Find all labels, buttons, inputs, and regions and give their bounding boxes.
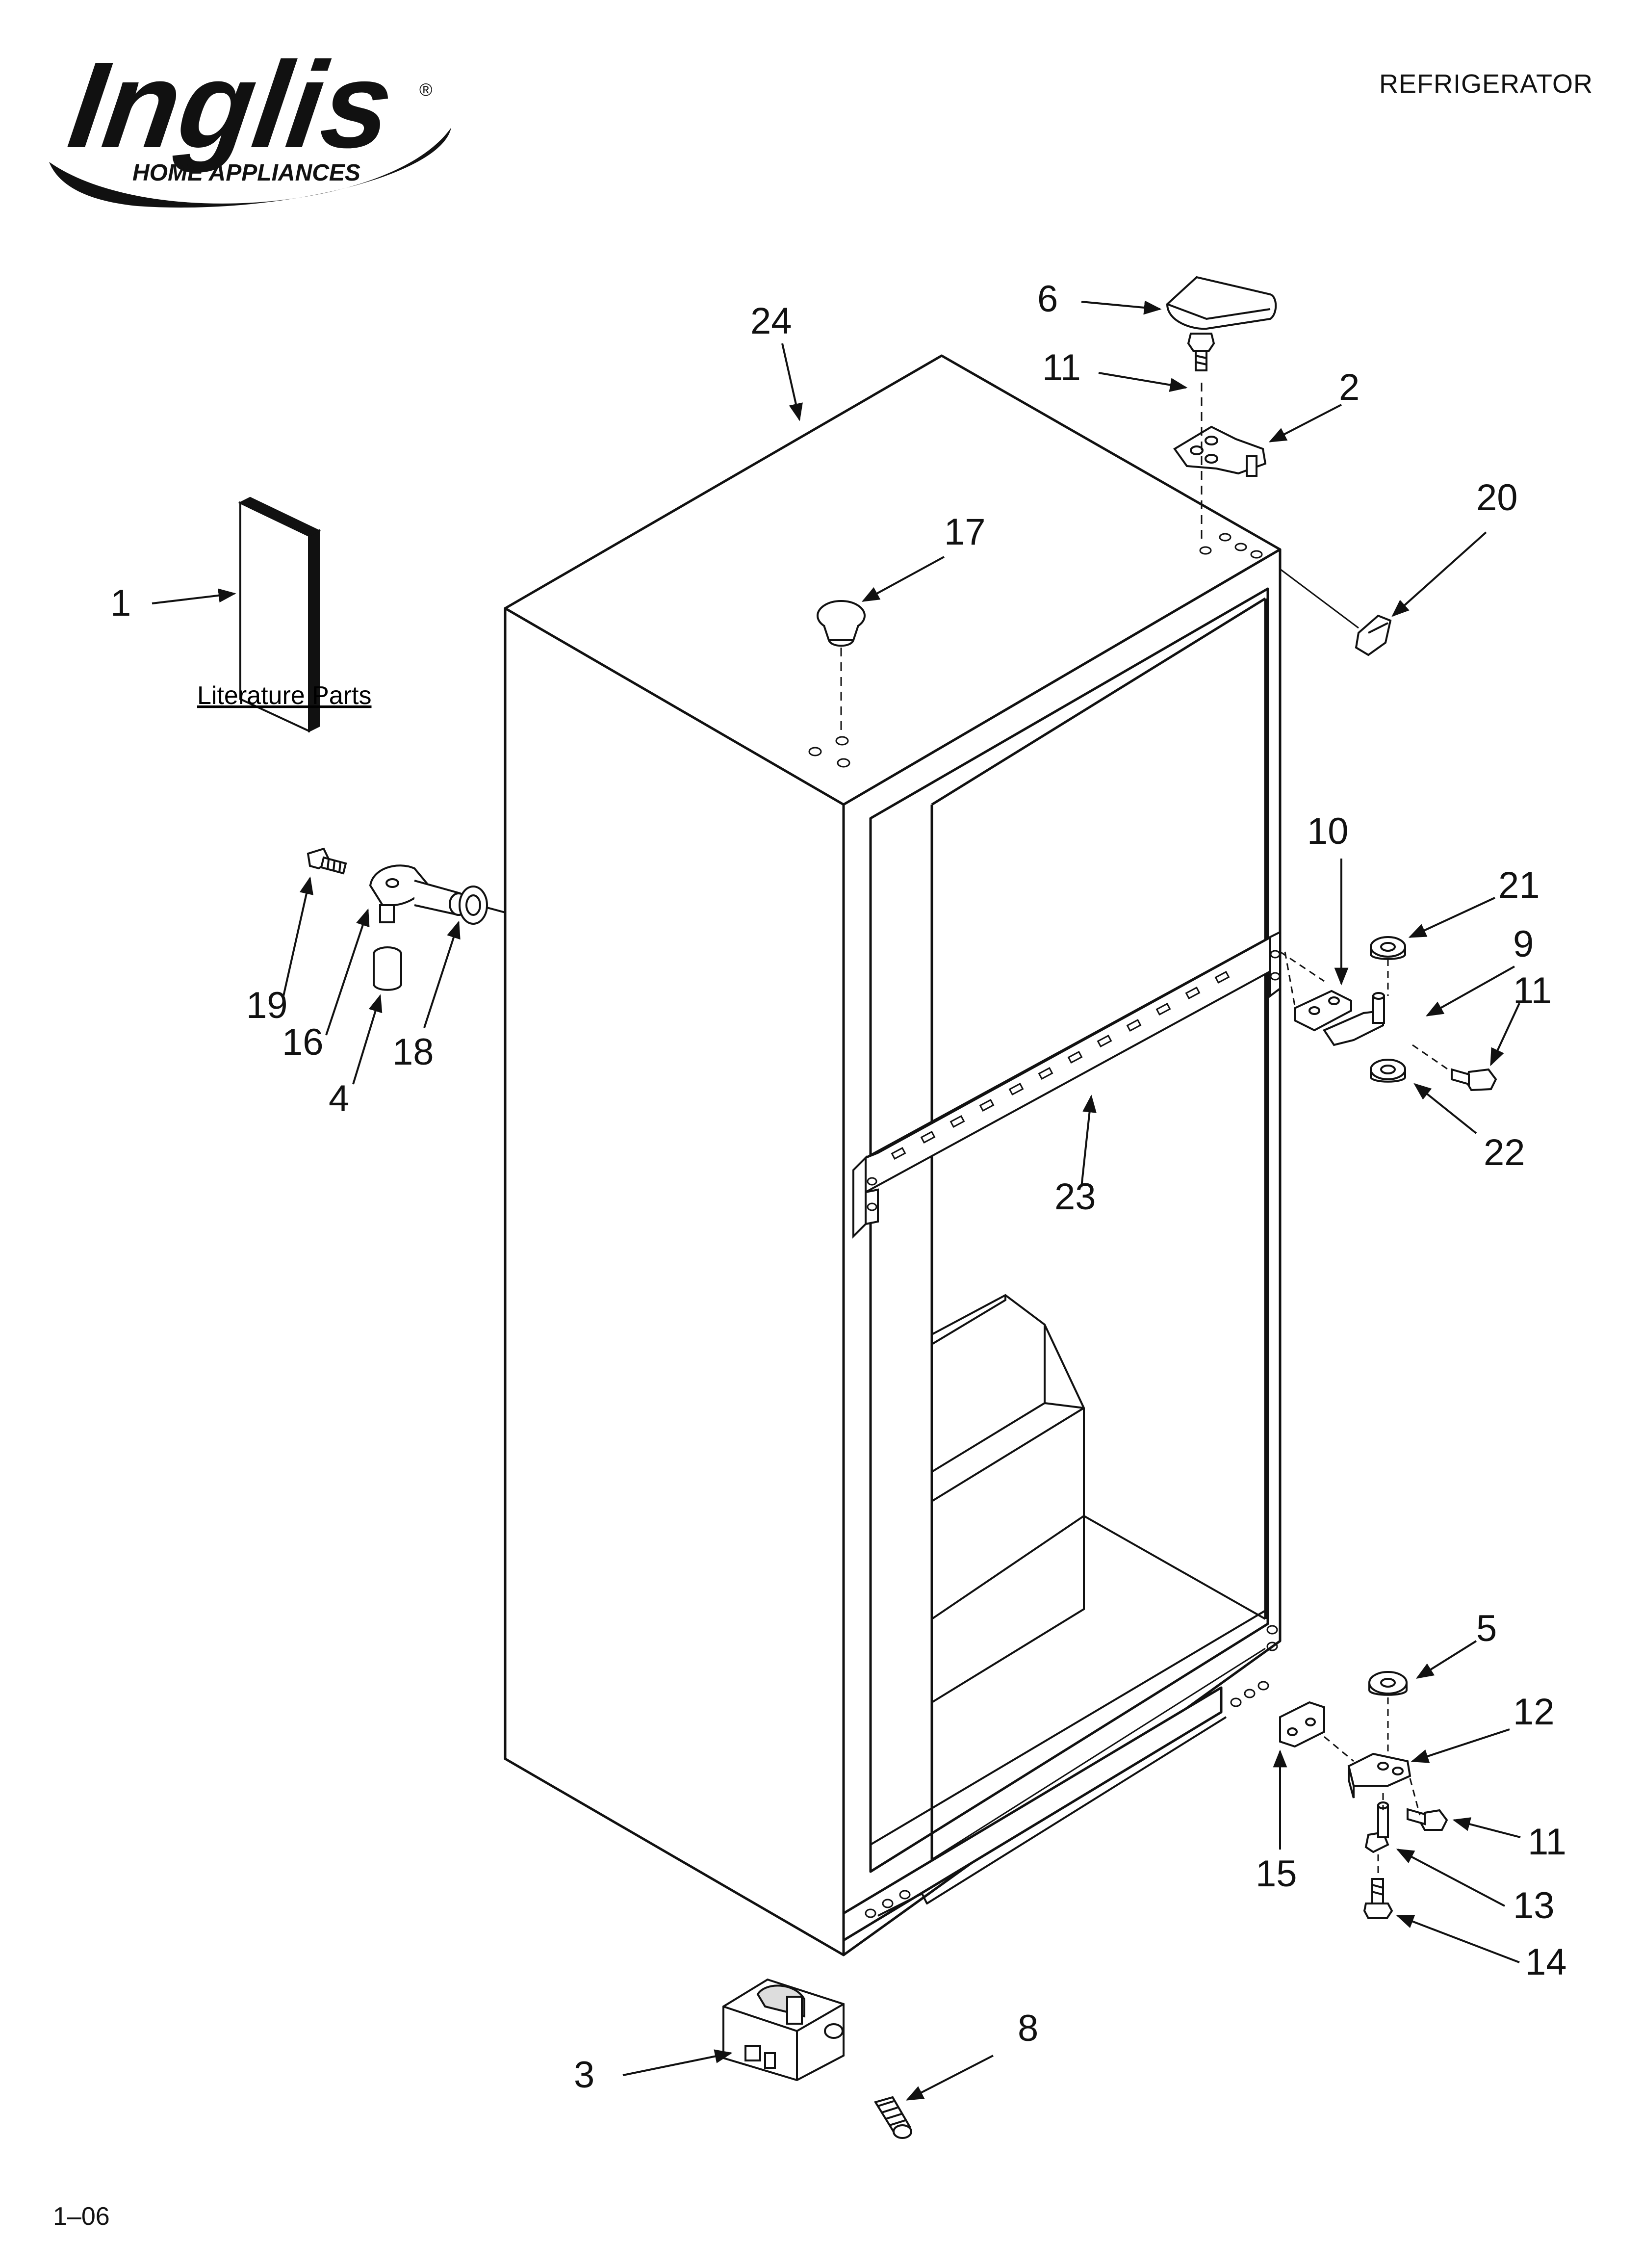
callout-19: 19	[246, 985, 288, 1026]
callout-23: 23	[1054, 1176, 1096, 1218]
callout-14: 14	[1525, 1941, 1567, 1983]
center-hinge-spacer	[1294, 990, 1352, 1032]
center-hinge-dash-2	[1280, 951, 1325, 982]
leveling-screw	[873, 2096, 912, 2139]
callout-16: 16	[282, 1021, 324, 1063]
page-title: REFRIGERATOR	[1379, 69, 1593, 99]
callout-20: 20	[1476, 477, 1518, 519]
roller-assembly	[722, 1978, 845, 2082]
bottom-hinge-dash-5	[1409, 1778, 1421, 1816]
interior-liner-compartment	[931, 1294, 1266, 1704]
callout-2: 2	[1339, 366, 1360, 408]
callout-4: 4	[329, 1078, 349, 1120]
registered-mark: ®	[419, 79, 433, 100]
top-hinge-screw	[1187, 333, 1215, 371]
bottom-hinge-dash-1	[1324, 1736, 1354, 1762]
hinge-bushing	[373, 946, 402, 991]
callout-17: 17	[944, 511, 986, 553]
callout-6: 6	[1037, 278, 1058, 320]
callout-18: 18	[392, 1031, 434, 1073]
hinge-pin-washer	[459, 886, 506, 925]
bottom-hinge	[1347, 1752, 1411, 1799]
hinge-pin-bracket	[369, 864, 468, 923]
center-hinge-washer-bottom	[1370, 1059, 1406, 1083]
inglis-logo: Inglis ® HOME APPLIANCES	[49, 37, 451, 208]
callout-leaders	[152, 300, 1521, 2101]
callout-11-top: 11	[1042, 347, 1081, 389]
cabinet-bottom-holes	[865, 1625, 1278, 1918]
center-hinge-washer-top	[1370, 936, 1406, 960]
literature-parts-booklet	[238, 496, 321, 733]
callout-21: 21	[1498, 864, 1540, 906]
bottom-hinge-pin	[1364, 1801, 1389, 1853]
door-stop	[1355, 614, 1392, 656]
callout-10: 10	[1307, 810, 1349, 852]
mullion-rail	[852, 930, 1281, 1239]
bottom-hinge-screw-leveling	[1363, 1878, 1393, 1919]
callout-22: 22	[1484, 1132, 1525, 1173]
top-hinge	[1173, 425, 1267, 477]
center-hinge-screw	[1451, 1068, 1497, 1092]
mullion-slots	[867, 950, 1281, 1211]
literature-parts-label: Literature Parts	[197, 681, 372, 710]
callout-9: 9	[1513, 923, 1534, 965]
brand-tagline: HOME APPLIANCES	[132, 160, 360, 186]
callout-5: 5	[1476, 1608, 1497, 1649]
top-hinge-cover	[1166, 276, 1277, 330]
door-stop-line	[1280, 568, 1359, 629]
callout-numbers: 24 6 11 2 20 17 1 19 16 18 4 10 21 9 11 …	[110, 278, 1567, 2096]
cabinet-top-holes	[808, 533, 1263, 768]
callout-11-bottom: 11	[1528, 1821, 1566, 1863]
brand-name: Inglis	[61, 37, 401, 174]
callout-24: 24	[750, 300, 792, 342]
callout-3: 3	[574, 2054, 594, 2096]
center-hinge	[1323, 992, 1385, 1046]
center-hinge-dash-4	[1412, 1044, 1452, 1073]
callout-13: 13	[1513, 1885, 1555, 1927]
revision-code: 1–06	[53, 2202, 110, 2231]
bottom-hinge-screw-side	[1407, 1808, 1448, 1831]
callout-12: 12	[1513, 1691, 1555, 1733]
callout-1: 1	[110, 582, 131, 624]
center-hinge-dash-1	[1284, 951, 1296, 1006]
callout-11-mid: 11	[1513, 970, 1552, 1012]
callout-8: 8	[1018, 2007, 1038, 2049]
callout-15: 15	[1256, 1853, 1297, 1895]
cabinet-plug	[817, 600, 866, 647]
bottom-hinge-shim	[1279, 1701, 1325, 1748]
hinge-pin-screw	[307, 847, 347, 875]
bottom-hinge-washer	[1368, 1671, 1408, 1696]
